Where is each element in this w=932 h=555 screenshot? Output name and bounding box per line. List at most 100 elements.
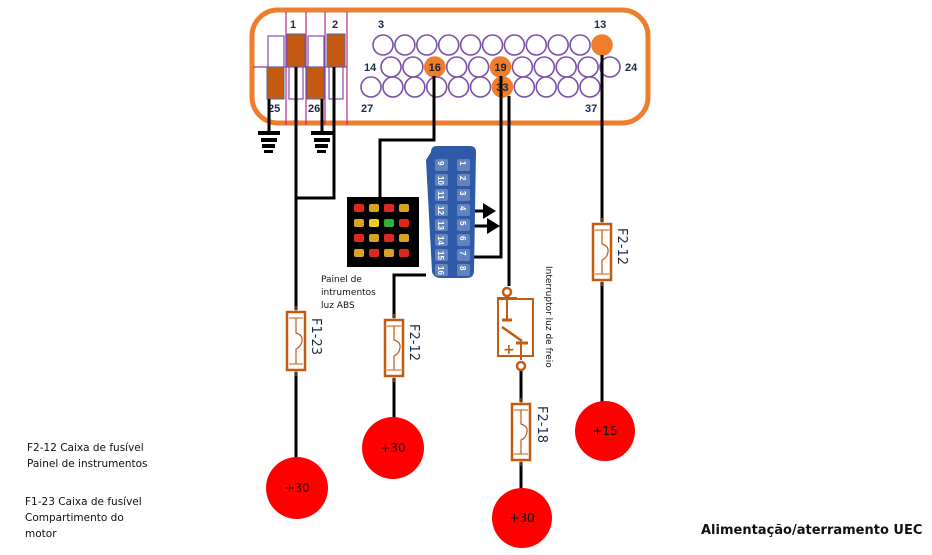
wire-pin19-obd7 [470,76,503,259]
connector-pin [599,56,621,78]
pin-label-25: 25 [268,103,280,115]
obd-pin-11 [435,189,448,201]
connector-pin [415,34,438,56]
brake-switch-label: Interruptor luz de freio [543,266,553,368]
pin-label-1: 1 [290,19,296,31]
wire-pin16-panel [378,76,436,198]
note-line: F1-23 Caixa de fusível [25,496,142,508]
obd-pin-16 [435,264,448,276]
connector-pin [372,34,394,56]
terminal-t2: +30 [362,417,424,479]
obd-pin-12 [435,204,448,216]
fuse-body [591,222,613,282]
connector-pin [481,34,504,56]
connector-pin [579,76,601,98]
panel-label-line-3: luz ABS [321,301,355,311]
obd-arrows [483,203,500,234]
obd-pin-label: 7 [458,251,467,256]
obd-pin-label: 1 [458,161,467,166]
obd-pin-13 [435,219,448,231]
connector-pin [425,76,448,98]
obd-pin-4 [457,204,470,216]
warning-light-icon [384,234,394,242]
fuse-body [510,402,532,462]
pin-number-label: 16 [429,62,441,74]
obd-pin-14 [435,234,448,246]
connector-pin [447,76,470,98]
block-pin-25 [266,66,285,100]
fuse-element-icon [520,410,528,454]
arrow-icon [487,218,500,234]
warning-light-icon [354,219,364,227]
switch-plus-sign: + [503,342,515,358]
block-empty [267,35,285,68]
ground-symbol-pin26 [311,131,333,153]
obd-pin-9 [435,159,448,171]
pin-label-3: 3 [378,19,384,31]
connector-pin [525,34,548,56]
obd-pin-2 [457,174,470,186]
connector-pin [469,76,492,98]
warning-light-icon [369,204,379,212]
obd-pin-5 [457,219,470,231]
warning-light-icon [384,219,394,227]
warning-light-icon [399,219,409,227]
terminal-plus30-f2-12 [362,417,424,479]
terminal-plus15-f2-12 [575,401,635,461]
obd-pin-label: 16 [436,266,445,275]
connector-pin [437,34,460,56]
warning-light-icon [399,204,409,212]
obd-pin-label: 2 [458,176,467,181]
pin-label-13: 13 [594,19,606,31]
warning-light-icon [384,204,394,212]
fuse-label-f1-23: F1-23 [308,318,323,355]
obd-pin-10 [435,174,448,186]
fuse-label-f2-18: F2-18 [534,406,549,443]
connector-pin [535,76,558,98]
note-line: Painel de instrumentos [27,458,148,470]
connector-pin [577,56,599,78]
obd-body [426,146,476,278]
terminal-label: +30 [509,511,534,525]
pin-label-27: 27 [361,103,373,115]
diagram-title: Alimentação/aterramento UEC [701,523,923,538]
warning-light-icon [354,249,364,257]
fuse-element-icon [601,230,609,274]
terminal-t3: +30 [492,488,552,548]
block-pin-1 [286,33,306,68]
pin-label-14: 14 [364,62,377,74]
obd-pin-label: 14 [436,236,445,245]
obd-pin-1 [457,159,470,171]
pin-label-37: 37 [585,103,597,115]
obd-pin-3 [457,189,470,201]
obd-pin-6 [457,234,470,246]
fuse-body [285,310,307,372]
block-empty [328,66,344,100]
connector-pin [380,56,402,78]
fuse-f1-23 [285,306,307,376]
warning-light-icon [369,219,379,227]
connector-pin [569,34,591,56]
obd-pin-label: 6 [458,236,467,241]
pin-label-26: 26 [308,103,320,115]
connector-pin [503,34,526,56]
connector-pin [513,76,536,98]
warning-light-icon [369,234,379,242]
switch-terminal-top [501,286,513,298]
fuse-f2-12-ignition [591,218,613,286]
warning-light-icon [354,234,364,242]
ground-symbol-pin25 [258,131,280,153]
connector-pin [403,76,426,98]
panel-label-line-1: Painel de [321,275,362,285]
pin-label-2: 2 [332,19,338,31]
obd-pin-label: 15 [436,251,445,260]
warning-light-icon [399,234,409,242]
note-f1-23: F1-23 Caixa de fusível Compartimento do … [25,494,142,542]
obd-pin-label: 3 [458,191,467,196]
fuse-element-icon [295,318,303,364]
